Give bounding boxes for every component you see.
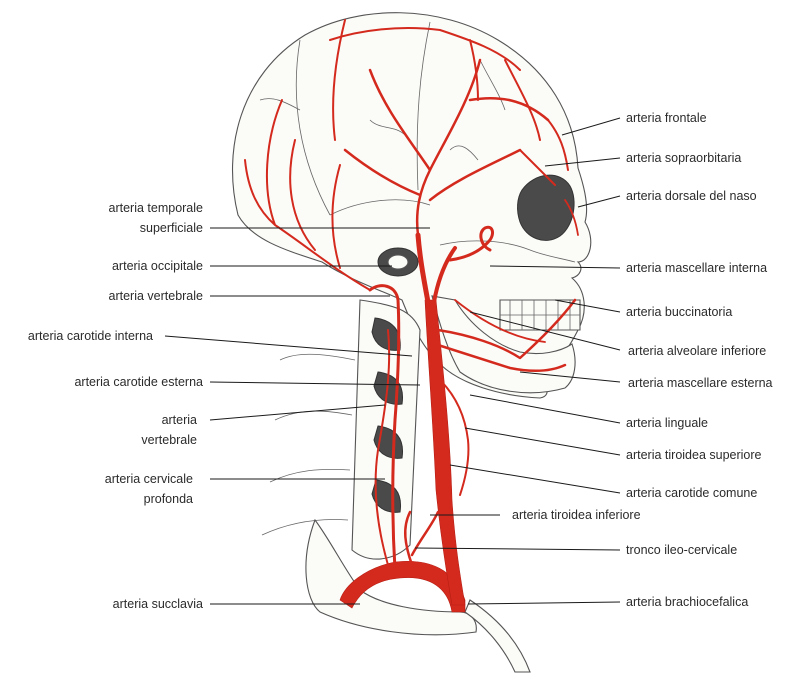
first-rib: [464, 599, 531, 673]
label-arteria-brachiocefalica: arteria brachiocefalica: [626, 595, 748, 609]
label-arteria-cervicale-profonda-1: arteria cervicale: [105, 472, 193, 486]
skull-and-neck-illustration: [232, 12, 592, 673]
label-arteria-vertebrale-lower-1: arteria: [162, 413, 197, 427]
vertebral-artery: [368, 284, 401, 572]
leader-lines: [164, 117, 621, 605]
frontal-branches: [329, 19, 569, 186]
label-arteria-temporale-superficiale-2: superficiale: [140, 221, 203, 235]
labels-right: arteria frontale arteria sopraorbitaria …: [512, 111, 773, 609]
label-arteria-carotide-esterna: arteria carotide esterna: [74, 375, 203, 389]
teeth-lines: [500, 300, 580, 330]
ear-canal: [387, 254, 409, 270]
labels-left: arteria temporale superficiale arteria o…: [28, 201, 203, 611]
label-arteria-tiroidea-superiore: arteria tiroidea superiore: [626, 448, 762, 462]
external-carotid: [432, 246, 457, 304]
alveolar-inferior: [454, 299, 546, 343]
dorsal-nasal: [564, 199, 579, 236]
label-arteria-mascellare-esterna: arteria mascellare esterna: [628, 376, 773, 390]
cervical-spine: [261, 299, 421, 560]
label-arteria-sopraorbitaria: arteria sopraorbitaria: [626, 151, 741, 165]
label-arteria-mascellare-interna: arteria mascellare interna: [626, 261, 767, 275]
label-arteria-dorsale-del-naso: arteria dorsale del naso: [626, 189, 757, 203]
label-arteria-vertebrale-upper: arteria vertebrale: [109, 289, 204, 303]
maxillary-internal: [448, 225, 494, 262]
label-arteria-buccinatoria: arteria buccinatoria: [626, 305, 732, 319]
arteria-carotide-comune-shape: [424, 299, 466, 606]
zygomatic-arch: [439, 240, 576, 263]
deep-cervical: [374, 329, 391, 566]
label-arteria-temporale-superficiale-1: arteria temporale: [109, 201, 204, 215]
label-arteria-tiroidea-inferiore: arteria tiroidea inferiore: [512, 508, 641, 522]
label-arteria-alveolare-inferiore: arteria alveolare inferiore: [628, 344, 766, 358]
label-arteria-carotide-interna: arteria carotide interna: [28, 329, 153, 343]
label-arteria-occipitale: arteria occipitale: [112, 259, 203, 273]
suture-lambdoid: [295, 39, 331, 216]
label-arteria-cervicale-profonda-2: profonda: [144, 492, 193, 506]
orbit: [517, 174, 575, 241]
mandible: [431, 295, 576, 394]
label-arteria-carotide-comune: arteria carotide comune: [626, 486, 757, 500]
label-arteria-linguale: arteria linguale: [626, 416, 708, 430]
label-arteria-succlavia: arteria succlavia: [113, 597, 203, 611]
internal-carotid: [415, 232, 431, 305]
superficial-temporal: [343, 58, 550, 237]
superior-thyroid: [439, 379, 470, 496]
lingual-facial: [436, 298, 577, 372]
suture-coronal: [416, 21, 431, 191]
label-arteria-vertebrale-lower-2: vertebrale: [141, 433, 197, 447]
occipital: [244, 99, 371, 291]
label-tronco-ileo-cervicale: tronco ileo-cervicale: [626, 543, 737, 557]
label-arteria-frontale: arteria frontale: [626, 111, 707, 125]
arteria-succlavia-shape: [339, 560, 466, 613]
